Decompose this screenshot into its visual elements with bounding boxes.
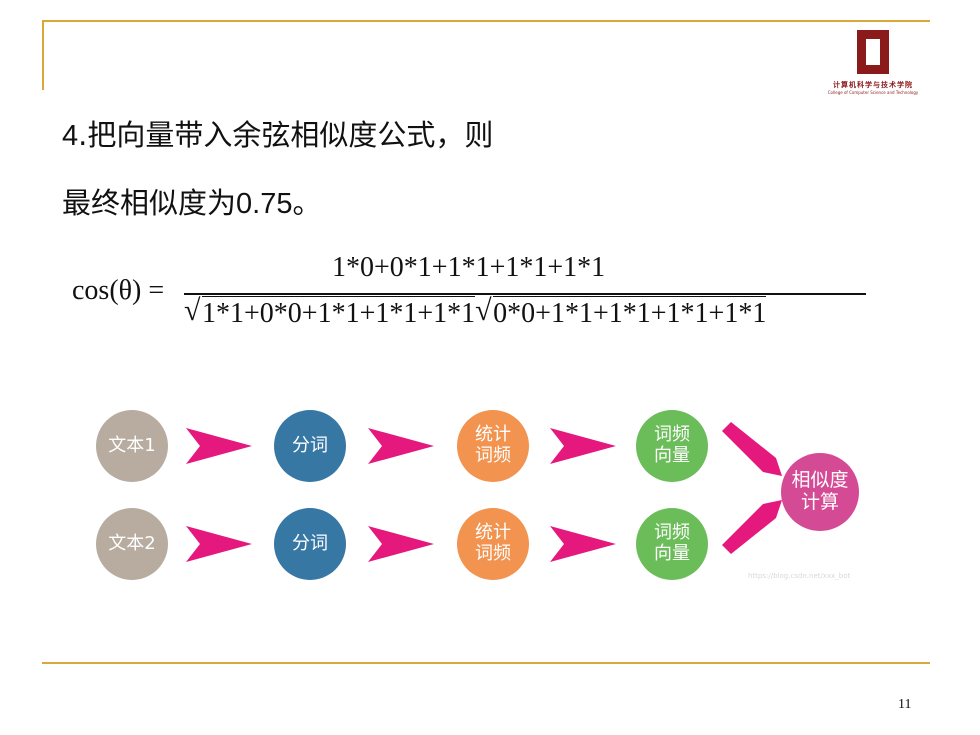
formula-denominator: √1*1+0*0+1*1+1*1+1*1√0*0+1*1+1*1+1*1+1*1 [184,294,767,330]
node-vector1: 词频 向量 [636,410,708,482]
sqrt-left: √1*1+0*0+1*1+1*1+1*1 [184,294,476,330]
formula-lhs: cos(θ) = [72,275,165,306]
college-logo: 计算机科学与技术学院 College of Computer Science a… [818,30,928,110]
node-vector2: 词频 向量 [636,508,708,580]
sqrt-left-text: 1*1+0*0+1*1+1*1+1*1 [202,296,476,329]
result-value: 0.75 [236,188,293,220]
logo-english-text: College of Computer Science and Technolo… [827,90,919,95]
node-segment2: 分词 [274,508,346,580]
step-number: 4 [62,120,79,152]
node-count2: 统计 词频 [457,508,529,580]
watermark-text: https://blog.csdn.net/xxx_bot [748,572,851,580]
sqrt-icon: √ [184,294,201,327]
arrow-right-icon [550,526,616,562]
node-count1: 统计 词频 [457,410,529,482]
heading-line: 4.把向量带入余弦相似度公式，则 [62,112,493,154]
node-segment1: 分词 [274,410,346,482]
sqrt-icon: √ [475,294,492,327]
sqrt-right-text: 0*0+1*1+1*1+1*1+1*1 [493,296,767,329]
formula-numerator: 1*0+0*1+1*1+1*1+1*1 [332,252,606,283]
arrow-right-icon [368,428,434,464]
arrow-right-icon [186,526,252,562]
node-text1: 文本1 [96,410,168,482]
frame-left-line [42,20,44,90]
arrow-right-icon [368,526,434,562]
fraction-bar [184,293,866,295]
arrow-down-right-icon [722,422,782,476]
arrow-right-icon [186,428,252,464]
node-text2: 文本2 [96,508,168,580]
arrow-up-right-icon [722,500,782,554]
result-text: 最终相似度为 [62,186,237,220]
node-similarity: 相似度 计算 [781,453,859,531]
result-line: 最终相似度为0.75。 [62,180,321,222]
frame-bottom-line [42,662,930,664]
arrow-right-icon [550,428,616,464]
logo-chinese-text: 计算机科学与技术学院 [833,81,913,89]
result-end: 。 [292,186,322,220]
sqrt-right: √0*0+1*1+1*1+1*1+1*1 [475,294,767,330]
logo-emblem-icon [857,30,889,74]
frame-top-line [42,20,930,22]
page-number: 11 [898,697,912,712]
step-text: .把向量带入余弦相似度公式，则 [78,118,494,152]
